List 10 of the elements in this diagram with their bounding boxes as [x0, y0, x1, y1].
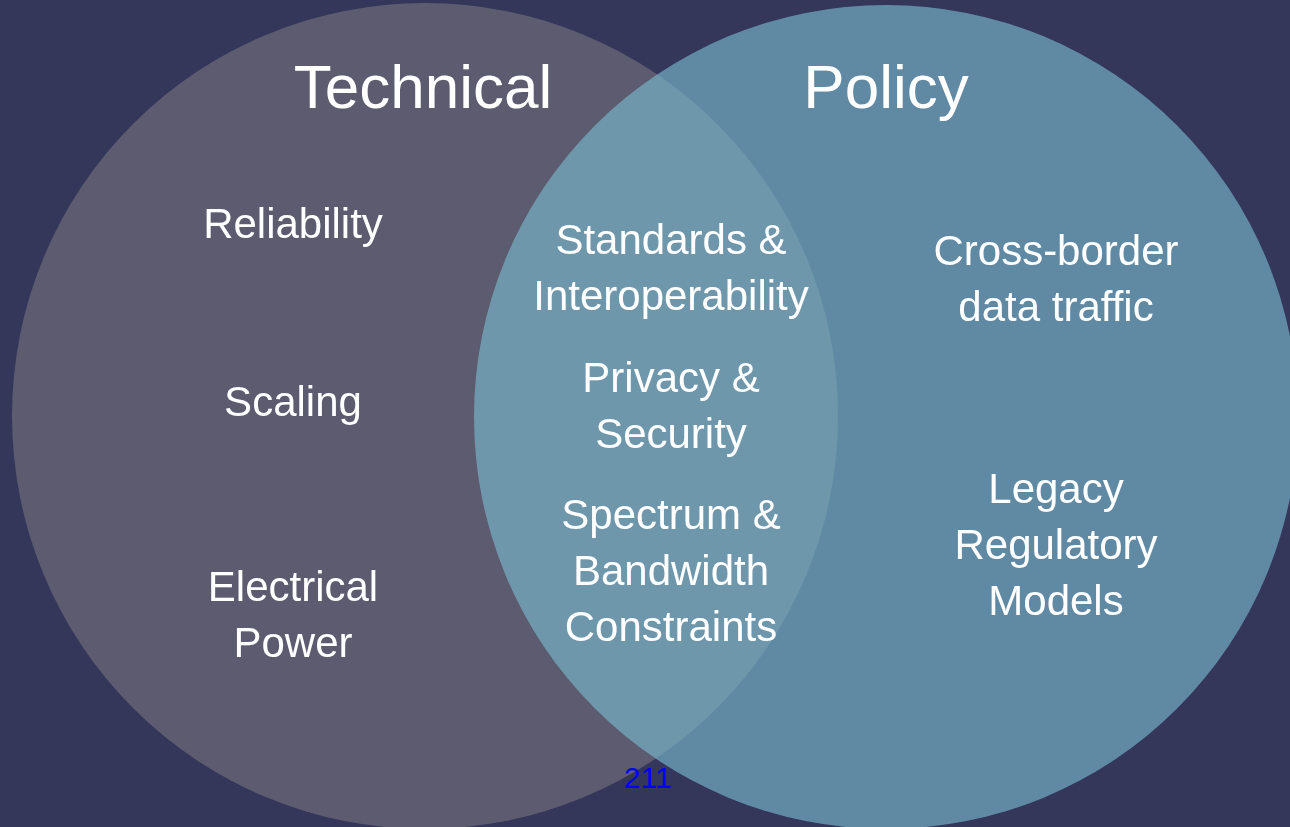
page-number: 211 — [624, 760, 672, 797]
topic-label: Reliability — [203, 199, 383, 250]
topic-label: Legacy Regulatory Models — [953, 464, 1159, 626]
topic-label: Electrical Power — [206, 562, 380, 668]
topic-label: Standards & Interoperability — [532, 215, 810, 321]
topic-label: Cross-border data traffic — [932, 226, 1180, 332]
topic-label: Spectrum & Bandwidth Constraints — [560, 490, 782, 652]
topic-label: Privacy & Security — [581, 353, 761, 459]
circle-title: Technical — [293, 56, 553, 118]
topic-label: Scaling — [224, 377, 362, 428]
